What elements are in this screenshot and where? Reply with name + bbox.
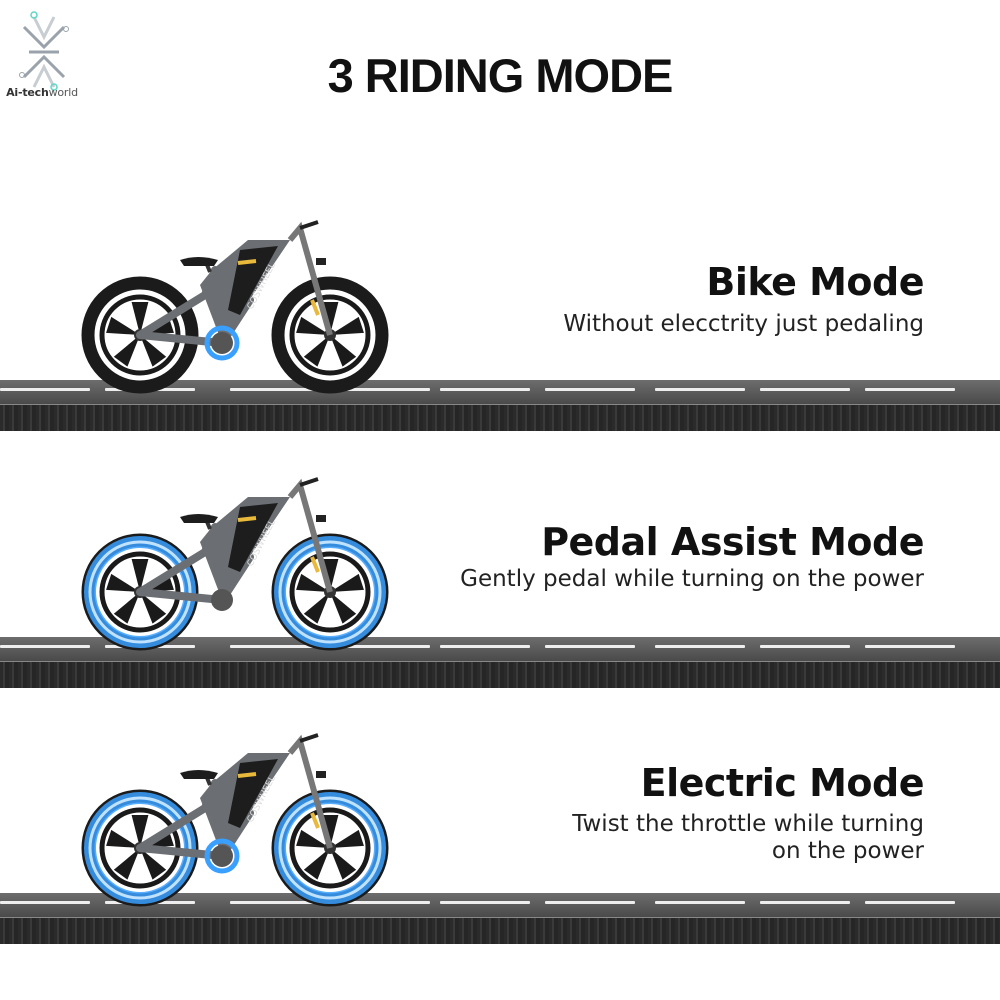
mode-subtitle: Without elecctrity just pedaling — [563, 311, 924, 337]
seat-icon — [180, 257, 218, 266]
ai-techworld-logo — [19, 11, 69, 91]
wheel-icon — [271, 789, 389, 907]
mode-section: Electric Mode Twist the throttle while t… — [0, 713, 1000, 953]
motor-glow-icon — [204, 838, 240, 874]
seat-icon — [180, 770, 218, 779]
ebike-illustration: COSWHEEL — [81, 220, 389, 394]
ebike-illustration: COSWHEEL — [81, 733, 389, 907]
mode-subtitle: Twist the throttle while turning on the … — [572, 811, 924, 864]
motor-glow-icon — [204, 325, 240, 361]
mode-title: Electric Mode — [640, 761, 925, 805]
logo-text: Ai-techworld — [6, 86, 78, 99]
mode-title: Pedal Assist Mode — [541, 520, 924, 564]
mode-title: Bike Mode — [706, 260, 924, 304]
mode-section: Bike Mode Without elecctrity just pedali… — [0, 200, 1000, 440]
mode-subtitle: Gently pedal while turning on the power — [460, 566, 924, 592]
ebike-illustration: COSWHEEL — [81, 477, 389, 651]
mode-section: Pedal Assist Mode Gently pedal while tur… — [0, 457, 1000, 697]
page-title: 3 RIDING MODE — [327, 49, 674, 102]
seat-icon — [180, 514, 218, 523]
